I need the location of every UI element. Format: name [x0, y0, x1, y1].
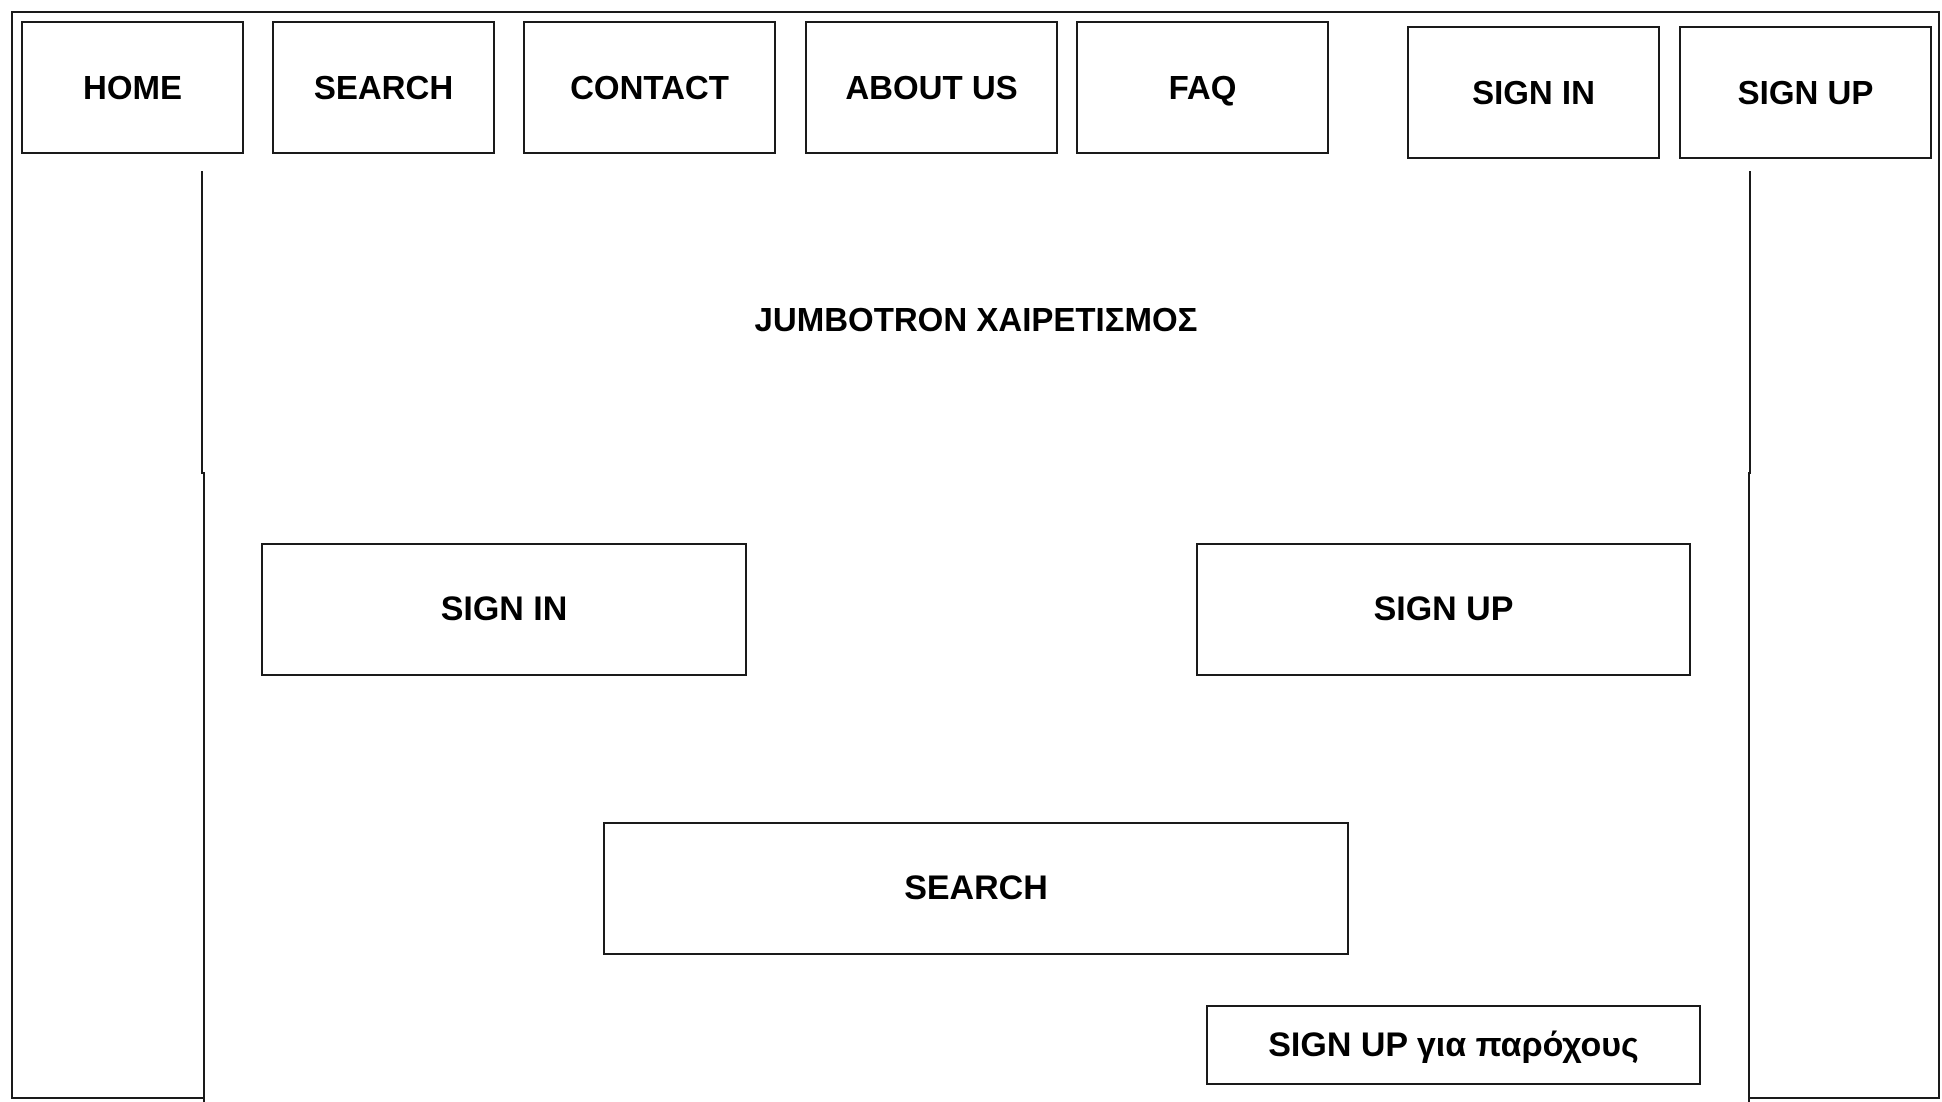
jumbotron-title: JUMBOTRON ΧΑΙΡΕΤΙΣΜΟΣ: [754, 301, 1198, 338]
sign-in-button[interactable]: SIGN IN: [261, 543, 747, 676]
nav-sign-up-button[interactable]: SIGN UP: [1679, 26, 1932, 159]
nav-about-us-button[interactable]: ABOUT US: [805, 21, 1058, 154]
nav-contact-button[interactable]: CONTACT: [523, 21, 776, 154]
nav-search-button[interactable]: SEARCH: [272, 21, 495, 154]
search-button[interactable]: SEARCH: [603, 822, 1349, 955]
sign-up-button[interactable]: SIGN UP: [1196, 543, 1691, 676]
nav-faq-button[interactable]: FAQ: [1076, 21, 1329, 154]
jumbotron: JUMBOTRON ΧΑΙΡΕΤΙΣΜΟΣ: [201, 171, 1751, 474]
provider-sign-up-button[interactable]: SIGN UP για παρόχους: [1206, 1005, 1701, 1085]
nav-sign-in-button[interactable]: SIGN IN: [1407, 26, 1660, 159]
nav-home-button[interactable]: HOME: [21, 21, 244, 154]
